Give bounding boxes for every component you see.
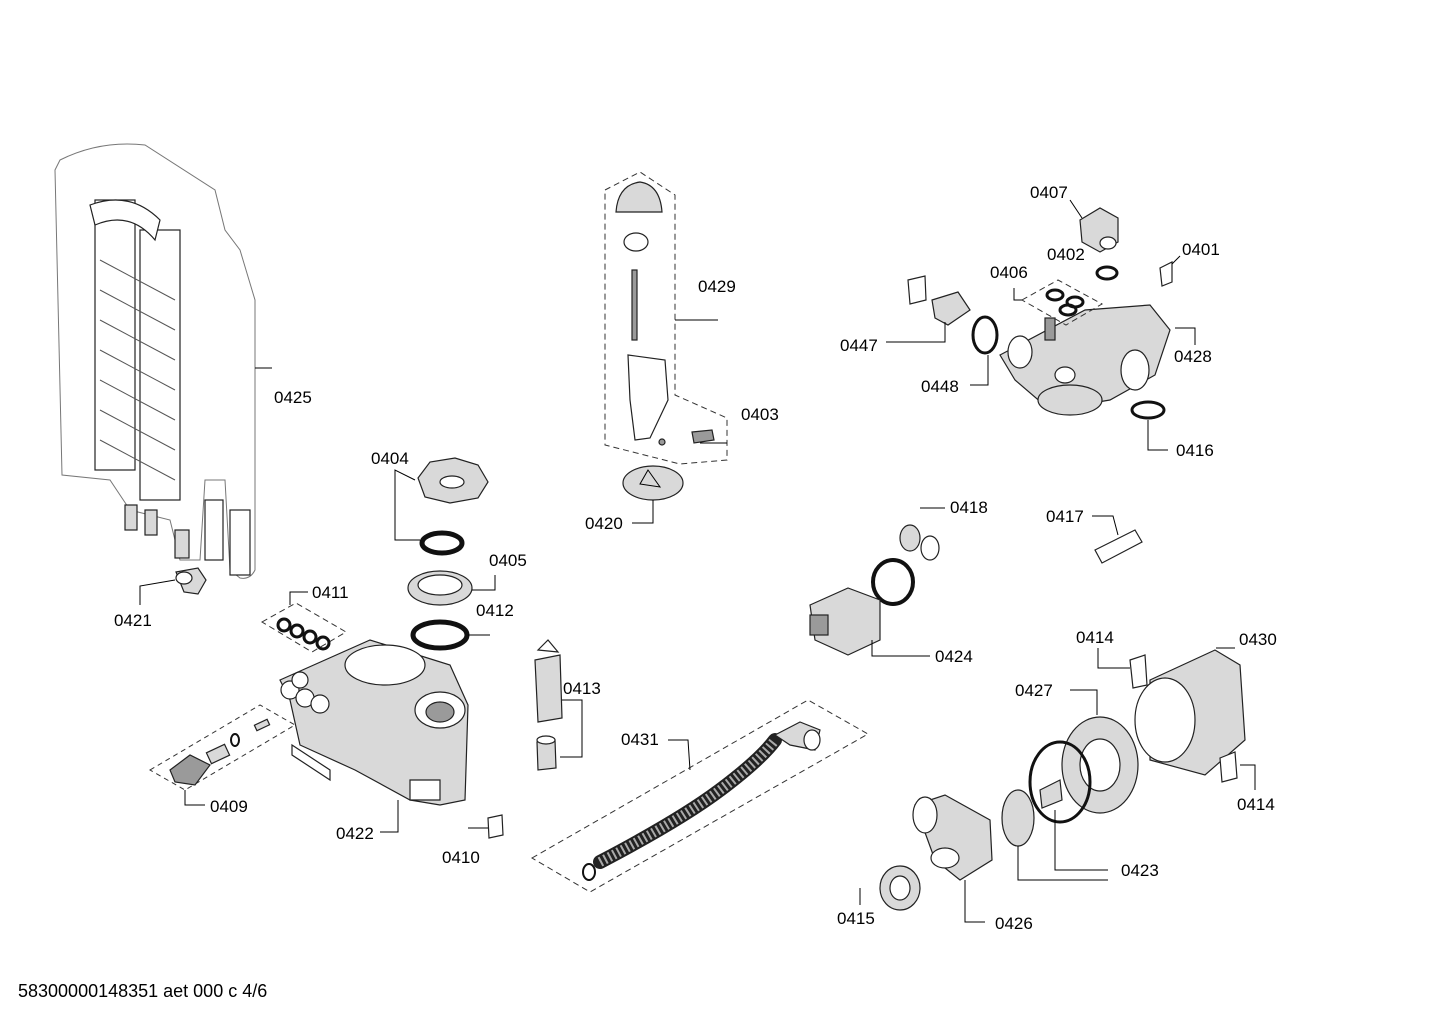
part-0448-seal: [970, 315, 999, 386]
callout-0411: 0411: [312, 583, 349, 602]
callout-0417: 0417: [1046, 507, 1084, 526]
part-0405-threaded-ring: [407, 570, 496, 606]
part-0410-clip: [468, 814, 504, 839]
part-0402-o-ring: [1095, 265, 1119, 281]
callout-0427: 0427: [1015, 681, 1053, 700]
callout-0428: 0428: [1174, 347, 1212, 366]
callout-0430: 0430: [1239, 630, 1277, 649]
part-0404-nut: [394, 457, 489, 541]
part-0401-clip: [1159, 255, 1181, 287]
part-0416-clamp: [1130, 400, 1168, 451]
callout-0421: 0421: [114, 611, 152, 630]
part-0428-manifold: [999, 304, 1196, 416]
part-0429-assembly: [604, 171, 728, 465]
part-0409-valve: [149, 704, 296, 806]
document-code: 58300000148351 aet 000 c 4/6: [18, 981, 268, 1001]
part-0423-seal-and-impeller: [1028, 740, 1108, 871]
part-0415-seal-ring: [859, 865, 921, 911]
part-0412-seal: [410, 619, 490, 651]
part-0413-float: [534, 639, 583, 771]
callout-0406: 0406: [990, 263, 1028, 282]
callout-0405: 0405: [489, 551, 527, 570]
callout-0407: 0407: [1030, 183, 1068, 202]
callout-0414-lower: 0414: [1237, 795, 1275, 814]
callout-0409: 0409: [210, 797, 248, 816]
part-0424-circulation-pump: [809, 558, 930, 657]
callout-0410: 0410: [442, 848, 480, 867]
callout-0412: 0412: [476, 601, 514, 620]
part-0430-heater-pump: [1134, 647, 1246, 776]
part-0425-heat-exchanger: [54, 143, 272, 579]
callout-0425: 0425: [274, 388, 312, 407]
part-0406-rings-set: [1013, 279, 1104, 326]
part-0417-tube: [1092, 515, 1143, 564]
part-0426-drain-pump: [912, 789, 1108, 923]
callout-0431: 0431: [621, 730, 659, 749]
part-0404-seal-ring: [419, 530, 465, 556]
part-0420-disc: [622, 465, 684, 524]
part-0431-drain-hose: [531, 699, 870, 893]
callout-0415: 0415: [837, 909, 875, 928]
callout-0448: 0448: [921, 377, 959, 396]
callout-0404: 0404: [371, 449, 409, 468]
callout-0422: 0422: [336, 824, 374, 843]
callout-labels: 0401 0402 0403 0404 0405 0406 0407 0409 …: [114, 183, 1277, 933]
callout-0416: 0416: [1176, 441, 1214, 460]
callout-0401: 0401: [1182, 240, 1220, 259]
callout-0402: 0402: [1047, 245, 1085, 264]
callout-0426: 0426: [995, 914, 1033, 933]
callout-0413: 0413: [563, 679, 601, 698]
callout-0423: 0423: [1121, 861, 1159, 880]
part-0422-sump: [279, 639, 469, 833]
callout-0403: 0403: [741, 405, 779, 424]
part-0427-pump-housing: [1061, 689, 1139, 814]
part-0414-clip-upper: [1097, 648, 1148, 689]
part-0418-fittings: [899, 507, 945, 561]
part-0421-hose-connector: [139, 567, 207, 605]
callout-0420: 0420: [585, 514, 623, 533]
callout-0429: 0429: [698, 277, 736, 296]
callout-0414-upper: 0414: [1076, 628, 1114, 647]
callout-0424: 0424: [935, 647, 973, 666]
part-0447-sensor: [886, 275, 971, 343]
part-0414-clip-lower: [1219, 751, 1256, 790]
callout-0418: 0418: [950, 498, 988, 517]
part-0407-connector: [1069, 199, 1119, 253]
part-0411-rings-set: [261, 591, 347, 653]
callout-0447: 0447: [840, 336, 878, 355]
